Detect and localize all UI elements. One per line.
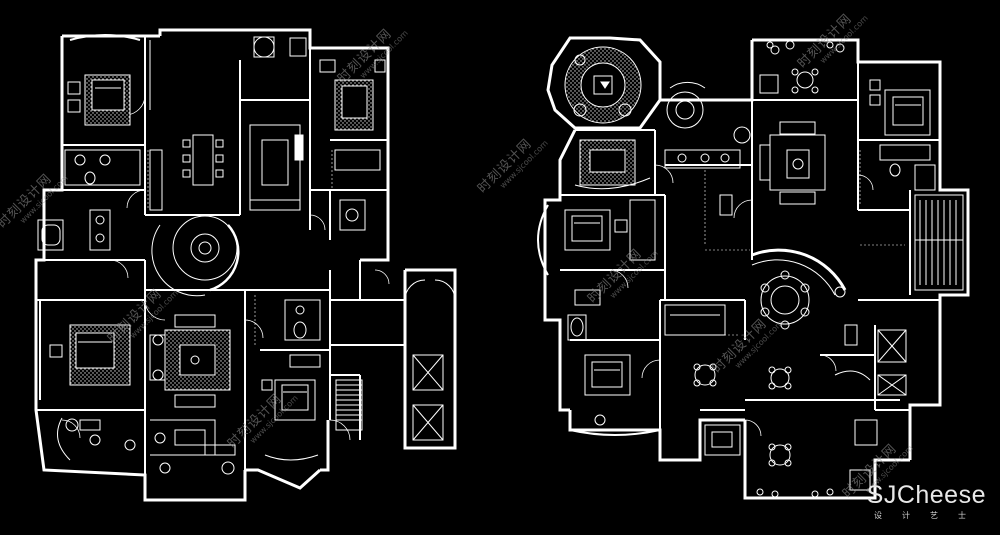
right-bedroom-top-right <box>869 79 931 136</box>
left-lower-room <box>150 419 236 475</box>
brand-logo-text: SJCheese <box>866 481 986 509</box>
left-bedroom-bottom <box>39 300 131 400</box>
right-dining-round <box>751 248 847 330</box>
left-floor-plan <box>34 28 457 502</box>
brand-logo: SJCheese 设计艺士 <box>864 481 986 521</box>
right-stairs <box>914 194 964 291</box>
right-lounge-bottom <box>704 419 878 498</box>
left-kitchen <box>249 36 307 211</box>
right-elevators <box>877 329 907 396</box>
right-bath-strip <box>664 126 751 169</box>
left-dining-area <box>149 40 224 186</box>
left-wardrobes <box>44 150 333 345</box>
right-living-room <box>719 121 826 216</box>
left-bath-mid <box>37 209 111 251</box>
left-interior-walls <box>36 36 405 475</box>
left-living-room <box>149 314 231 408</box>
right-hatch-bed-top <box>574 139 651 190</box>
left-bedroom-top <box>67 34 141 126</box>
right-living-mid <box>664 304 871 390</box>
left-stairs <box>335 379 363 431</box>
right-table-top <box>759 40 845 94</box>
left-study <box>57 417 136 461</box>
right-round-room <box>666 81 706 129</box>
right-bath-right <box>879 144 936 191</box>
right-foyer-circle <box>564 46 642 124</box>
left-bedroom-right <box>319 59 386 231</box>
left-bedroom-middle <box>261 379 319 461</box>
right-interior-walls <box>560 62 940 430</box>
left-bath-top <box>64 149 163 211</box>
left-round-lobby <box>151 215 240 297</box>
left-doors <box>61 94 390 441</box>
right-wardrobes <box>680 150 905 336</box>
brand-tagline: 设计艺士 <box>874 511 986 520</box>
right-floor-plan <box>537 36 970 500</box>
right-bedroom-bottom <box>567 314 661 436</box>
right-bedroom-mid <box>537 199 656 306</box>
left-bath-center <box>284 299 321 368</box>
left-elevators <box>404 279 456 441</box>
